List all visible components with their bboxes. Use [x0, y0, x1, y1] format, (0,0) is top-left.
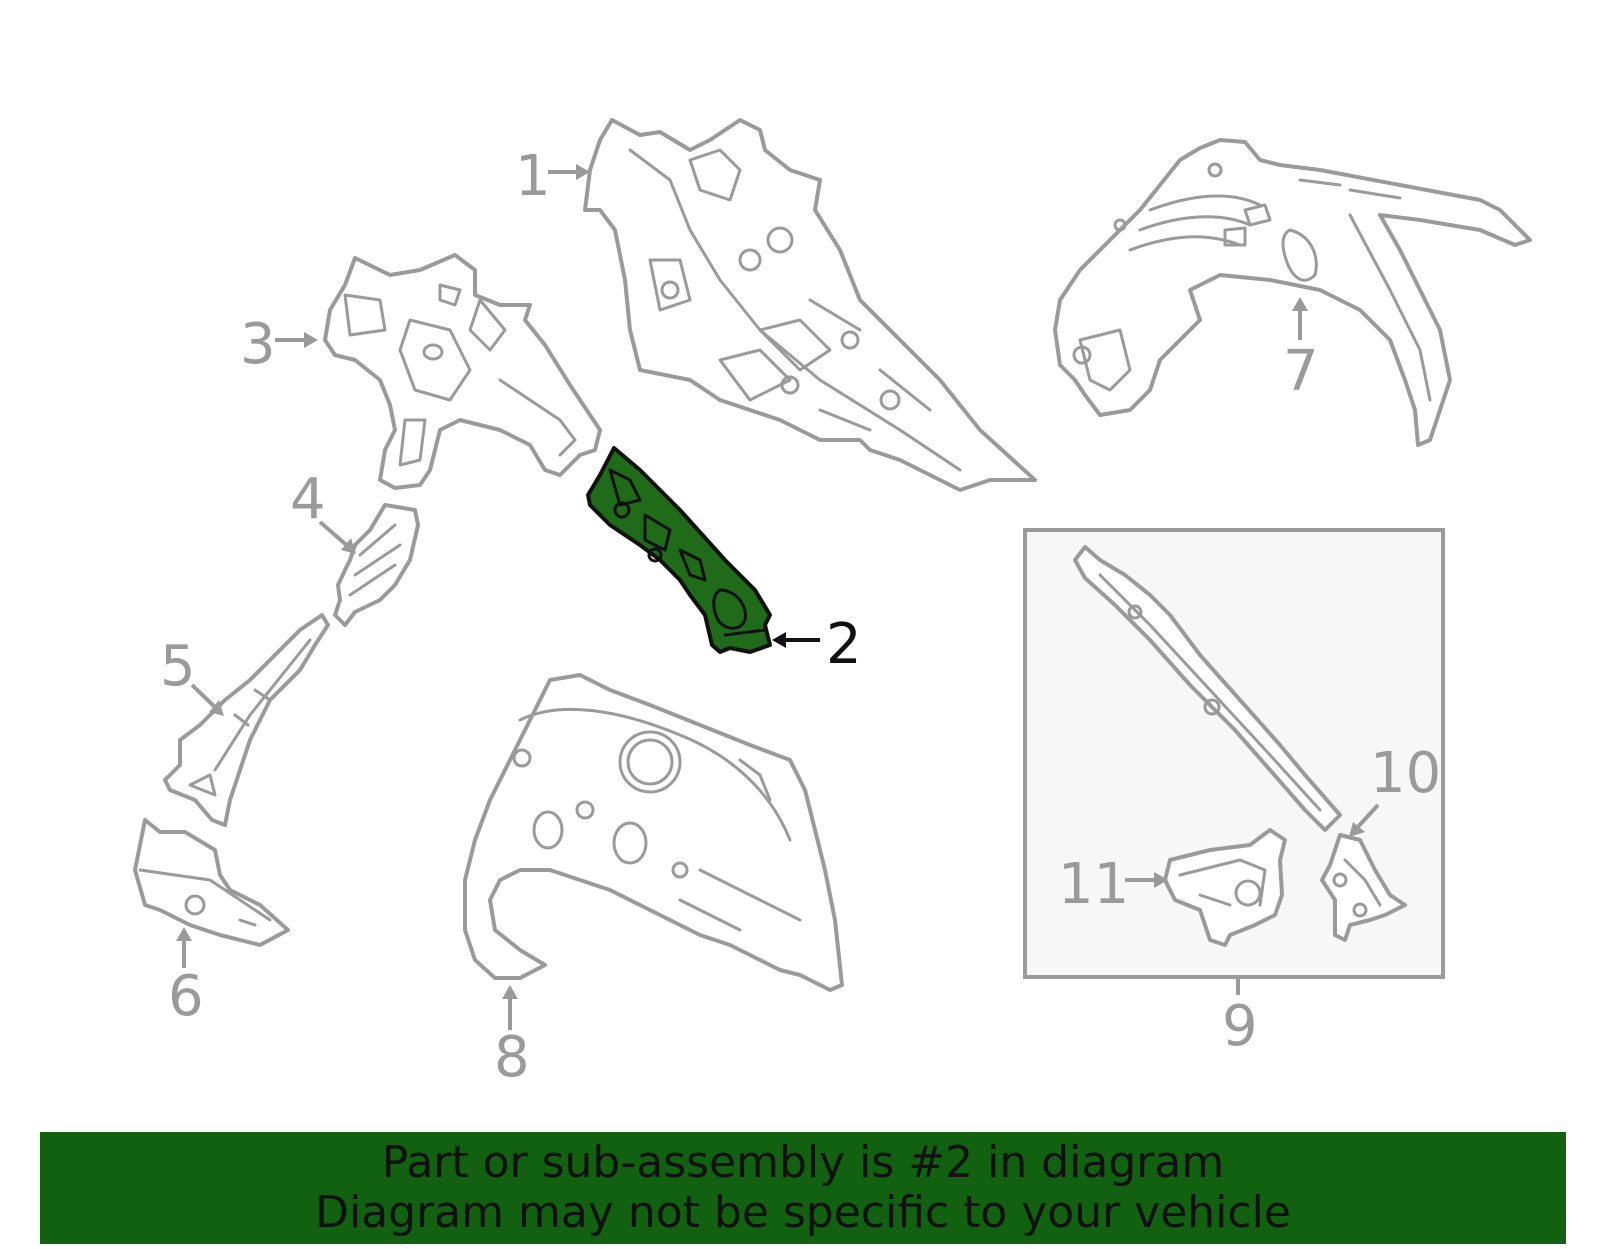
leader-3-arrow: [304, 332, 318, 348]
callout-7[interactable]: 7: [1283, 339, 1319, 404]
leader-11-arrow: [1154, 872, 1168, 888]
leader-4-arrow: [341, 538, 356, 554]
part-1[interactable]: [583, 118, 1037, 492]
info-banner: Part or sub-assembly is #2 in diagram Di…: [40, 1132, 1566, 1244]
part-8[interactable]: [463, 673, 844, 992]
part-9-rail[interactable]: [1073, 545, 1342, 832]
callout-11[interactable]: 11: [1058, 852, 1129, 917]
leader-10: [1353, 803, 1380, 832]
leader-4: [318, 520, 352, 550]
part-11[interactable]: [1163, 828, 1287, 947]
leader-2-arrow: [772, 632, 786, 648]
part-4[interactable]: [333, 503, 420, 627]
part-6[interactable]: [133, 818, 290, 947]
banner-line-1: Part or sub-assembly is #2 in diagram: [381, 1137, 1225, 1188]
callout-6[interactable]: 6: [168, 964, 204, 1029]
banner-line-2: Diagram may not be specific to your vehi…: [315, 1187, 1291, 1238]
part-2-highlighted[interactable]: [586, 446, 772, 654]
part-5[interactable]: [163, 613, 330, 827]
part-3[interactable]: [323, 253, 602, 490]
callout-5[interactable]: 5: [160, 634, 196, 699]
callout-10[interactable]: 10: [1370, 741, 1441, 806]
leader-7-arrow: [1292, 297, 1308, 311]
callout-2[interactable]: 2: [826, 612, 862, 677]
leader-6-arrow: [176, 927, 192, 941]
callout-8[interactable]: 8: [494, 1025, 530, 1090]
part-7[interactable]: [1053, 138, 1532, 447]
callout-9[interactable]: 9: [1222, 994, 1258, 1059]
leader-8-arrow: [502, 985, 518, 999]
leader-10-arrow: [1349, 822, 1365, 837]
callout-4[interactable]: 4: [290, 467, 326, 532]
leader-5-arrow: [209, 700, 224, 716]
leader-5: [190, 683, 220, 712]
callout-1[interactable]: 1: [515, 144, 551, 209]
callout-3[interactable]: 3: [240, 312, 276, 377]
part-10[interactable]: [1320, 833, 1407, 942]
leader-1-arrow: [576, 164, 590, 180]
